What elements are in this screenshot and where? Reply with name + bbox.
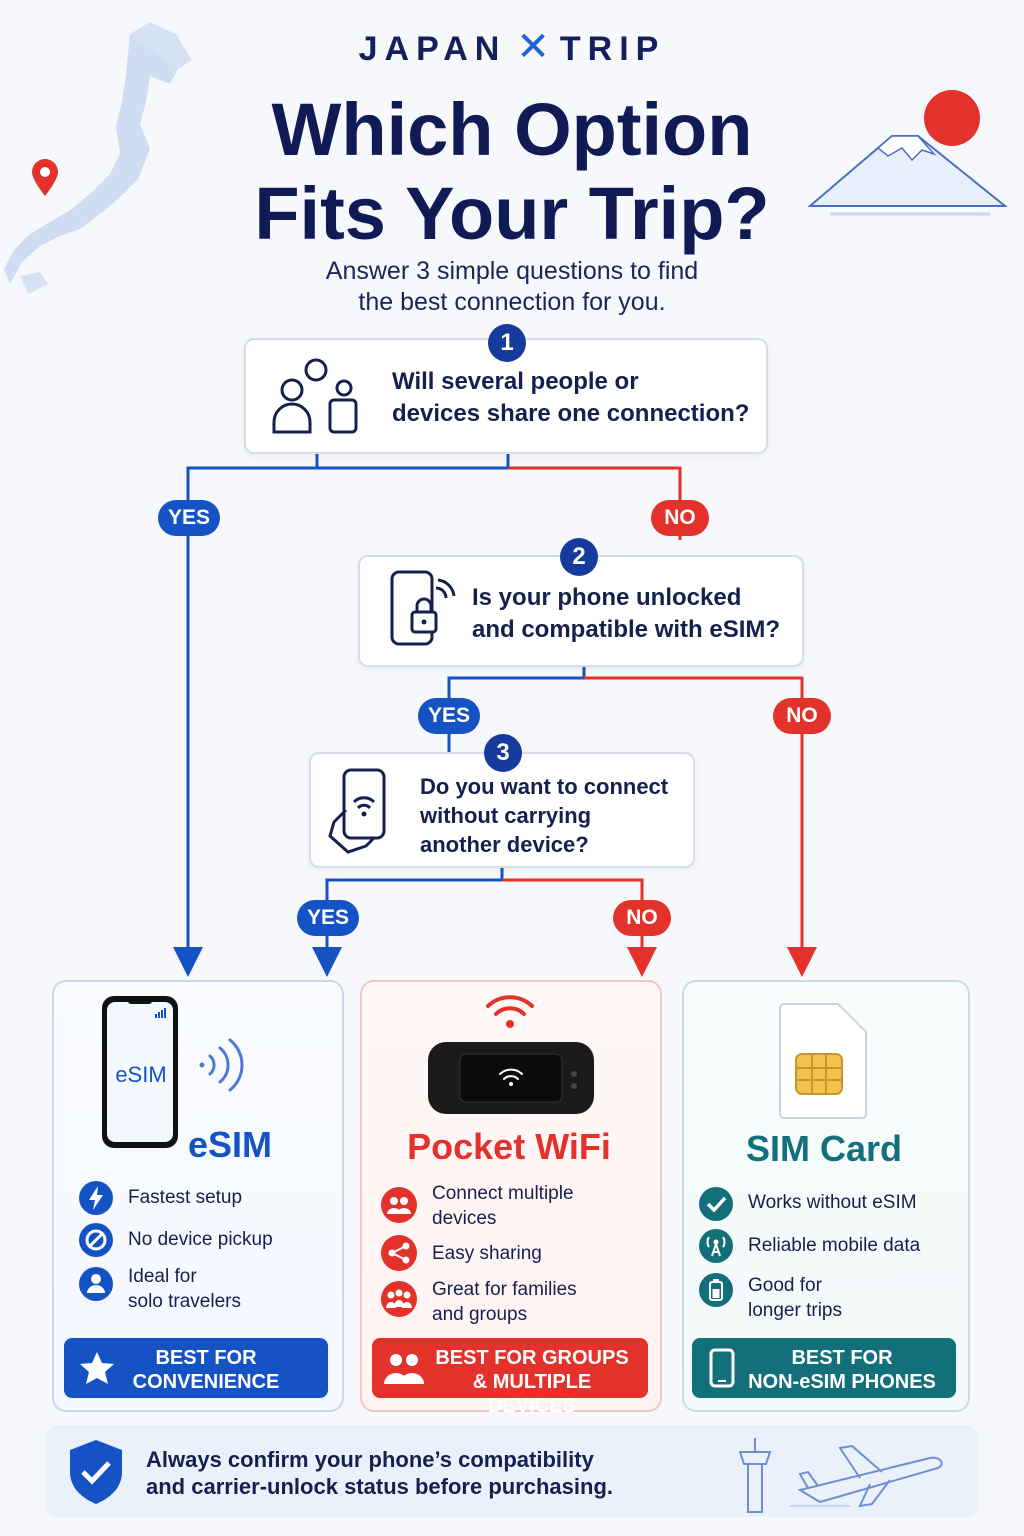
pocket-wifi-feature-1-line-2: devices [432, 1208, 497, 1229]
shield-check-icon [70, 1440, 122, 1504]
question-3-number: 3 [484, 734, 522, 772]
esim-feature-3-line-1: Ideal for [128, 1266, 197, 1287]
q2-no-badge: NO [773, 698, 831, 734]
signal-waves-icon [199, 1038, 244, 1092]
sim-banner-line-2: NON-eSIM PHONES [748, 1371, 936, 1393]
pocket-wifi-best-for-banner [372, 1338, 648, 1398]
sim-banner-text: BEST FOR NON-eSIM PHONES [742, 1346, 942, 1394]
hand-phone-wifi-icon [328, 768, 386, 854]
page-title: Which Option Fits Your Trip? [150, 88, 874, 256]
footer-text: Always confirm your phone’s compatibilit… [146, 1446, 613, 1500]
brand-logo: JAPAN✕TRIP [0, 24, 1024, 70]
battery-icon [699, 1273, 733, 1307]
esim-feature-3: Ideal for solo travelers [128, 1264, 241, 1314]
check-icon [699, 1187, 733, 1221]
sim-feature-2-line-1: Reliable mobile data [748, 1235, 921, 1256]
sim-feature-3-line-2: longer trips [748, 1300, 842, 1321]
question-2-line-1: Is your phone unlocked [472, 584, 742, 611]
star-icon [80, 1352, 114, 1384]
q2-yes-badge: YES [418, 698, 480, 734]
sim-feature-3: Good for longer trips [748, 1273, 842, 1323]
question-3-text: Do you want to connect without carrying … [420, 772, 668, 859]
brand-right: TRIP [559, 30, 666, 68]
pocket-wifi-device-icon [428, 1042, 594, 1114]
sim-best-for-banner [692, 1338, 956, 1398]
pocket-wifi-feature-2-line-1: Easy sharing [432, 1243, 542, 1264]
question-1-number: 1 [488, 324, 526, 362]
footer-line-1: Always confirm your phone’s compatibilit… [146, 1447, 594, 1472]
subtitle-line-1: Answer 3 simple questions to find [325, 257, 699, 285]
sim-feature-1: Works without eSIM [748, 1190, 917, 1215]
esim-phone-label: eSIM [115, 1062, 167, 1087]
pocket-wifi-banner-text: BEST FOR GROUPS & MULTIPLE DEVICES [428, 1346, 636, 1418]
locked-phone-icon [390, 570, 456, 646]
pocket-wifi-feature-1-line-1: Connect multiple [432, 1183, 574, 1204]
question-2-text: Is your phone unlocked and compatible wi… [472, 582, 780, 646]
airport-tower-icon [738, 1438, 772, 1513]
map-pin-icon [32, 159, 58, 196]
sim-feature-1-line-1: Works without eSIM [748, 1192, 917, 1213]
mount-fuji-icon [807, 90, 1008, 216]
sim-banner-line-1: BEST FOR [791, 1347, 893, 1369]
esim-phone-icon [102, 996, 178, 1148]
esim-banner-text: BEST FOR CONVENIENCE [124, 1346, 288, 1394]
title-line-2: Fits Your Trip? [254, 172, 770, 255]
family-icon [381, 1281, 417, 1317]
pocket-wifi-banner-line-1: BEST FOR GROUPS [435, 1347, 629, 1369]
pocket-wifi-feature-1: Connect multiple devices [432, 1181, 574, 1231]
people-icon [384, 1354, 424, 1384]
airplane-icon [790, 1444, 943, 1508]
japan-map-icon [4, 22, 192, 294]
page-subtitle: Answer 3 simple questions to find the be… [262, 256, 762, 318]
esim-banner-line-2: CONVENIENCE [132, 1371, 280, 1393]
brand-left: JAPAN [358, 30, 507, 68]
group-icon [381, 1187, 417, 1223]
pocket-wifi-feature-3-line-2: and groups [432, 1304, 528, 1325]
question-3-line-1: Do you want to connect [420, 774, 669, 799]
pocket-wifi-banner-line-2: & MULTIPLE DEVICES [472, 1371, 592, 1417]
q1-no-badge: NO [651, 500, 709, 536]
footer-line-2: and carrier-unlock status before purchas… [146, 1474, 614, 1499]
person-icon [79, 1267, 113, 1301]
pocket-wifi-feature-3: Great for families and groups [432, 1277, 577, 1327]
antenna-icon [699, 1229, 733, 1263]
esim-banner-line-1: BEST FOR [155, 1347, 257, 1369]
title-line-1: Which Option [271, 88, 753, 171]
q1-yes-badge: YES [158, 500, 220, 536]
subtitle-line-2: the best connection for you. [358, 288, 666, 316]
esim-feature-3-line-2: solo travelers [128, 1291, 241, 1312]
q3-no-badge: NO [613, 900, 671, 936]
pocket-wifi-card-title: Pocket WiFi [407, 1126, 611, 1167]
question-1-text: Will several people or devices share one… [392, 366, 749, 430]
share-icon [381, 1235, 417, 1271]
q3-yes-badge: YES [297, 900, 359, 936]
pocket-wifi-feature-3-line-1: Great for families [432, 1279, 577, 1300]
esim-card-title: eSIM [188, 1124, 273, 1165]
question-2-line-2: and compatible with eSIM? [472, 616, 781, 643]
sim-feature-2: Reliable mobile data [748, 1233, 920, 1258]
esim-feature-2: No device pickup [128, 1227, 273, 1252]
x-logo-icon: ✕ [516, 25, 550, 69]
question-1-line-1: Will several people or [392, 368, 639, 395]
question-2-number: 2 [560, 538, 598, 576]
lightning-icon [79, 1181, 113, 1215]
phone-icon [709, 1348, 735, 1388]
pocket-wifi-feature-2: Easy sharing [432, 1241, 542, 1266]
wifi-signal-icon [486, 995, 534, 1028]
people-devices-icon [272, 358, 358, 434]
sim-card-icon [779, 1003, 867, 1119]
sim-card-card-title: SIM Card [745, 1128, 903, 1169]
no-pickup-icon [79, 1223, 113, 1257]
esim-feature-1: Fastest setup [128, 1185, 242, 1210]
esim-feature-1-line-1: Fastest setup [128, 1187, 243, 1208]
question-3-line-3: another device? [420, 832, 589, 857]
question-1-line-2: devices share one connection? [392, 400, 750, 427]
esim-feature-2-line-1: No device pickup [128, 1229, 273, 1250]
sim-feature-3-line-1: Good for [748, 1275, 822, 1296]
question-3-line-2: without carrying [420, 803, 592, 828]
